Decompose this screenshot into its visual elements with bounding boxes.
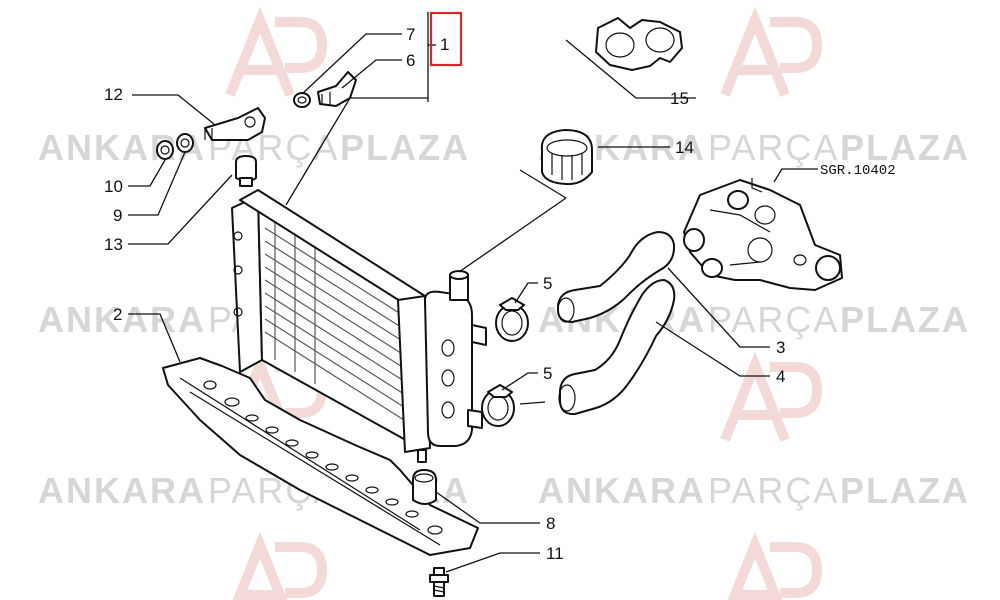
callout-7[interactable]: 7 [406, 25, 415, 44]
bolt-part[interactable] [429, 567, 449, 597]
watermark-logo [225, 6, 328, 97]
watermark-word: ANKARA [538, 470, 706, 511]
callout-labels: 1 7 6 12 10 9 13 2 14 15 SGR.10402 5 5 3… [104, 11, 896, 563]
lower-hose-part[interactable] [558, 279, 676, 416]
callout-4[interactable]: 4 [776, 367, 785, 386]
watermark-word: PLAZA [840, 470, 970, 511]
callout-5-upper[interactable]: 5 [543, 274, 552, 293]
watermark-logo [727, 531, 823, 600]
callout-5-lower[interactable]: 5 [543, 364, 552, 383]
hose-clamp-part[interactable] [495, 297, 529, 342]
watermark-row: ANKARA PARÇA PLAZA ANKARA PARÇA PLAZA [38, 127, 970, 168]
callout-13[interactable]: 13 [104, 235, 123, 254]
watermark-word: ANKARA [38, 299, 206, 340]
watermark-word: ANKARA [38, 127, 206, 168]
watermark-word: PLAZA [340, 127, 470, 168]
watermark-word: ANKARA [38, 470, 206, 511]
watermark-word: PLAZA [840, 127, 970, 168]
callout-10[interactable]: 10 [104, 177, 123, 196]
hose-clamp-part[interactable] [481, 384, 515, 427]
support-bracket-part[interactable] [162, 357, 479, 556]
reference-code[interactable]: SGR.10402 [820, 163, 896, 179]
watermark-word: PLAZA [840, 299, 970, 340]
drain-tap-part[interactable] [204, 107, 266, 141]
radiator-part[interactable] [231, 189, 487, 463]
leader-lines [128, 12, 818, 573]
radiator-cap-part[interactable] [540, 129, 593, 186]
callout-8[interactable]: 8 [546, 514, 555, 533]
highlight-box [429, 11, 463, 67]
callout-6[interactable]: 6 [406, 51, 415, 70]
watermark-word: PARÇA [708, 299, 839, 340]
temp-sensor-part[interactable] [317, 71, 357, 107]
callout-15[interactable]: 15 [670, 89, 689, 108]
callout-9[interactable]: 9 [113, 206, 122, 225]
watermark-word: PARÇA [708, 470, 839, 511]
watermark-logo [720, 6, 823, 97]
callout-11[interactable]: 11 [546, 544, 564, 563]
watermark-row: ANKARA PARÇA PLAZA ANKARA PARÇA PLAZA [38, 470, 970, 511]
hose-clip-part[interactable] [595, 17, 683, 71]
o-ring-part[interactable] [293, 92, 311, 108]
upper-hose-part[interactable] [557, 231, 676, 323]
callout-3[interactable]: 3 [776, 338, 785, 357]
thermostat-housing-part[interactable] [683, 178, 843, 291]
rubber-mount-part[interactable] [235, 155, 257, 187]
callout-14[interactable]: 14 [675, 138, 694, 157]
lower-mount-part[interactable] [412, 469, 437, 505]
watermark-logo [720, 351, 823, 442]
washer-part[interactable] [176, 133, 194, 153]
watermark-logo [232, 531, 328, 600]
callout-1[interactable]: 1 [440, 35, 449, 54]
callout-2[interactable]: 2 [113, 305, 122, 324]
nut-part[interactable] [156, 140, 174, 160]
watermark-word: PARÇA [708, 127, 839, 168]
callout-12[interactable]: 12 [104, 85, 123, 104]
